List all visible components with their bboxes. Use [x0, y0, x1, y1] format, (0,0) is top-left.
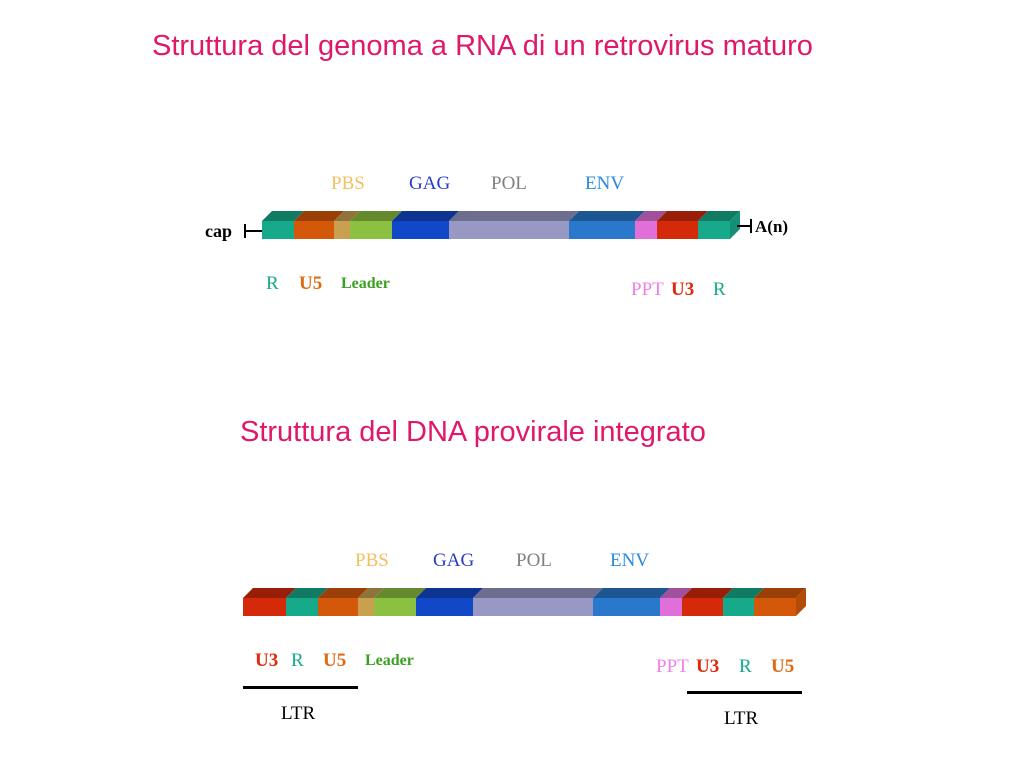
- rna-genome-bar: [262, 211, 740, 239]
- rna-seg-env-6: [569, 221, 635, 239]
- dna-r-left-label: R: [291, 650, 304, 671]
- rna-seg-ppt-7: [635, 221, 657, 239]
- dna-seg-u5-2: [318, 598, 358, 616]
- rna-leader-label: Leader: [341, 275, 390, 292]
- proviral-dna-bar: [243, 588, 806, 616]
- rna-seg-gag-top-4: [392, 211, 459, 221]
- polya-marker: [737, 219, 752, 233]
- dna-seg-env-top-7: [593, 588, 670, 598]
- dna-gag-label: GAG: [433, 550, 475, 571]
- dna-pbs-label: PBS: [355, 550, 389, 571]
- dna-seg-pbs-top-3: [358, 588, 384, 598]
- dna-u5-left-label: U5: [323, 650, 347, 671]
- rna-title: Struttura del genoma a RNA di un retrovi…: [152, 30, 813, 62]
- ltr-right-bracket: [687, 691, 802, 694]
- rna-seg-u3-8: [657, 221, 698, 239]
- dna-seg-gag-5: [416, 598, 473, 616]
- dna-seg-ppt-top-8: [660, 588, 692, 598]
- rna-pol-label: POL: [491, 173, 527, 194]
- dna-seg-u5-top-2: [318, 588, 368, 598]
- dna-seg-u3-0: [243, 598, 286, 616]
- rna-seg-u5-top-1: [294, 211, 344, 221]
- rna-u5-label: U5: [299, 273, 323, 294]
- dna-seg-pbs-3: [358, 598, 374, 616]
- cap-marker: [244, 224, 262, 238]
- dna-ppt-label: PPT: [656, 656, 689, 677]
- dna-seg-u5-11: [754, 598, 796, 616]
- dna-seg-r-10: [723, 598, 754, 616]
- dna-leader-label: Leader: [365, 652, 414, 669]
- dna-seg-u3-9: [682, 598, 723, 616]
- polya-label: A(n): [755, 217, 789, 236]
- rna-seg-leader-3: [350, 221, 392, 239]
- rna-seg-pbs-2: [334, 221, 350, 239]
- rna-seg-u5-1: [294, 221, 334, 239]
- rna-env-label: ENV: [585, 173, 625, 194]
- rna-seg-env-top-6: [569, 211, 645, 221]
- dna-seg-r-top-10: [723, 588, 764, 598]
- rna-seg-leader-top-3: [350, 211, 402, 221]
- dna-bar-end-face: [796, 588, 806, 616]
- rna-pbs-label: PBS: [331, 173, 365, 194]
- ltr-right-label: LTR: [724, 708, 759, 729]
- rna-seg-pol-top-5: [449, 211, 579, 221]
- cap-label: cap: [205, 221, 232, 241]
- dna-seg-u5-top-11: [754, 588, 806, 598]
- rna-u3-label: U3: [671, 279, 695, 300]
- dna-seg-r-1: [286, 598, 318, 616]
- dna-seg-ppt-8: [660, 598, 682, 616]
- dna-u3-left-label: U3: [255, 650, 279, 671]
- dna-seg-pol-6: [473, 598, 593, 616]
- rna-seg-ppt-top-7: [635, 211, 667, 221]
- dna-seg-env-7: [593, 598, 660, 616]
- rna-r-label: R: [266, 273, 279, 294]
- rna-bar-end-face: [730, 211, 740, 239]
- rna-seg-u3-top-8: [657, 211, 708, 221]
- dna-seg-u3-top-9: [682, 588, 733, 598]
- dna-title: Struttura del DNA provirale integrato: [240, 416, 706, 448]
- dna-pol-label: POL: [516, 550, 552, 571]
- rna-gag-label: GAG: [409, 173, 451, 194]
- dna-u3-right-label: U3: [696, 656, 720, 677]
- rna-seg-r-0: [262, 221, 294, 239]
- ltr-left-bracket: [243, 686, 358, 689]
- dna-r-right-label: R: [739, 656, 752, 677]
- rna-seg-gag-4: [392, 221, 449, 239]
- dna-env-label: ENV: [610, 550, 650, 571]
- rna-seg-r-top-0: [262, 211, 304, 221]
- rna-ppt-label: PPT: [631, 279, 664, 300]
- ltr-left-label: LTR: [281, 703, 316, 724]
- dna-seg-leader-4: [374, 598, 416, 616]
- rna-seg-pbs-top-2: [334, 211, 360, 221]
- rna-seg-r-9: [698, 221, 730, 239]
- dna-seg-u3-top-0: [243, 588, 296, 598]
- dna-u5-right-label: U5: [771, 656, 795, 677]
- dna-seg-r-top-1: [286, 588, 328, 598]
- dna-seg-pol-top-6: [473, 588, 603, 598]
- dna-seg-leader-top-4: [374, 588, 426, 598]
- rna-seg-r-top-9: [698, 211, 740, 221]
- dna-seg-gag-top-5: [416, 588, 483, 598]
- rna-r2-label: R: [713, 279, 726, 300]
- rna-seg-pol-5: [449, 221, 569, 239]
